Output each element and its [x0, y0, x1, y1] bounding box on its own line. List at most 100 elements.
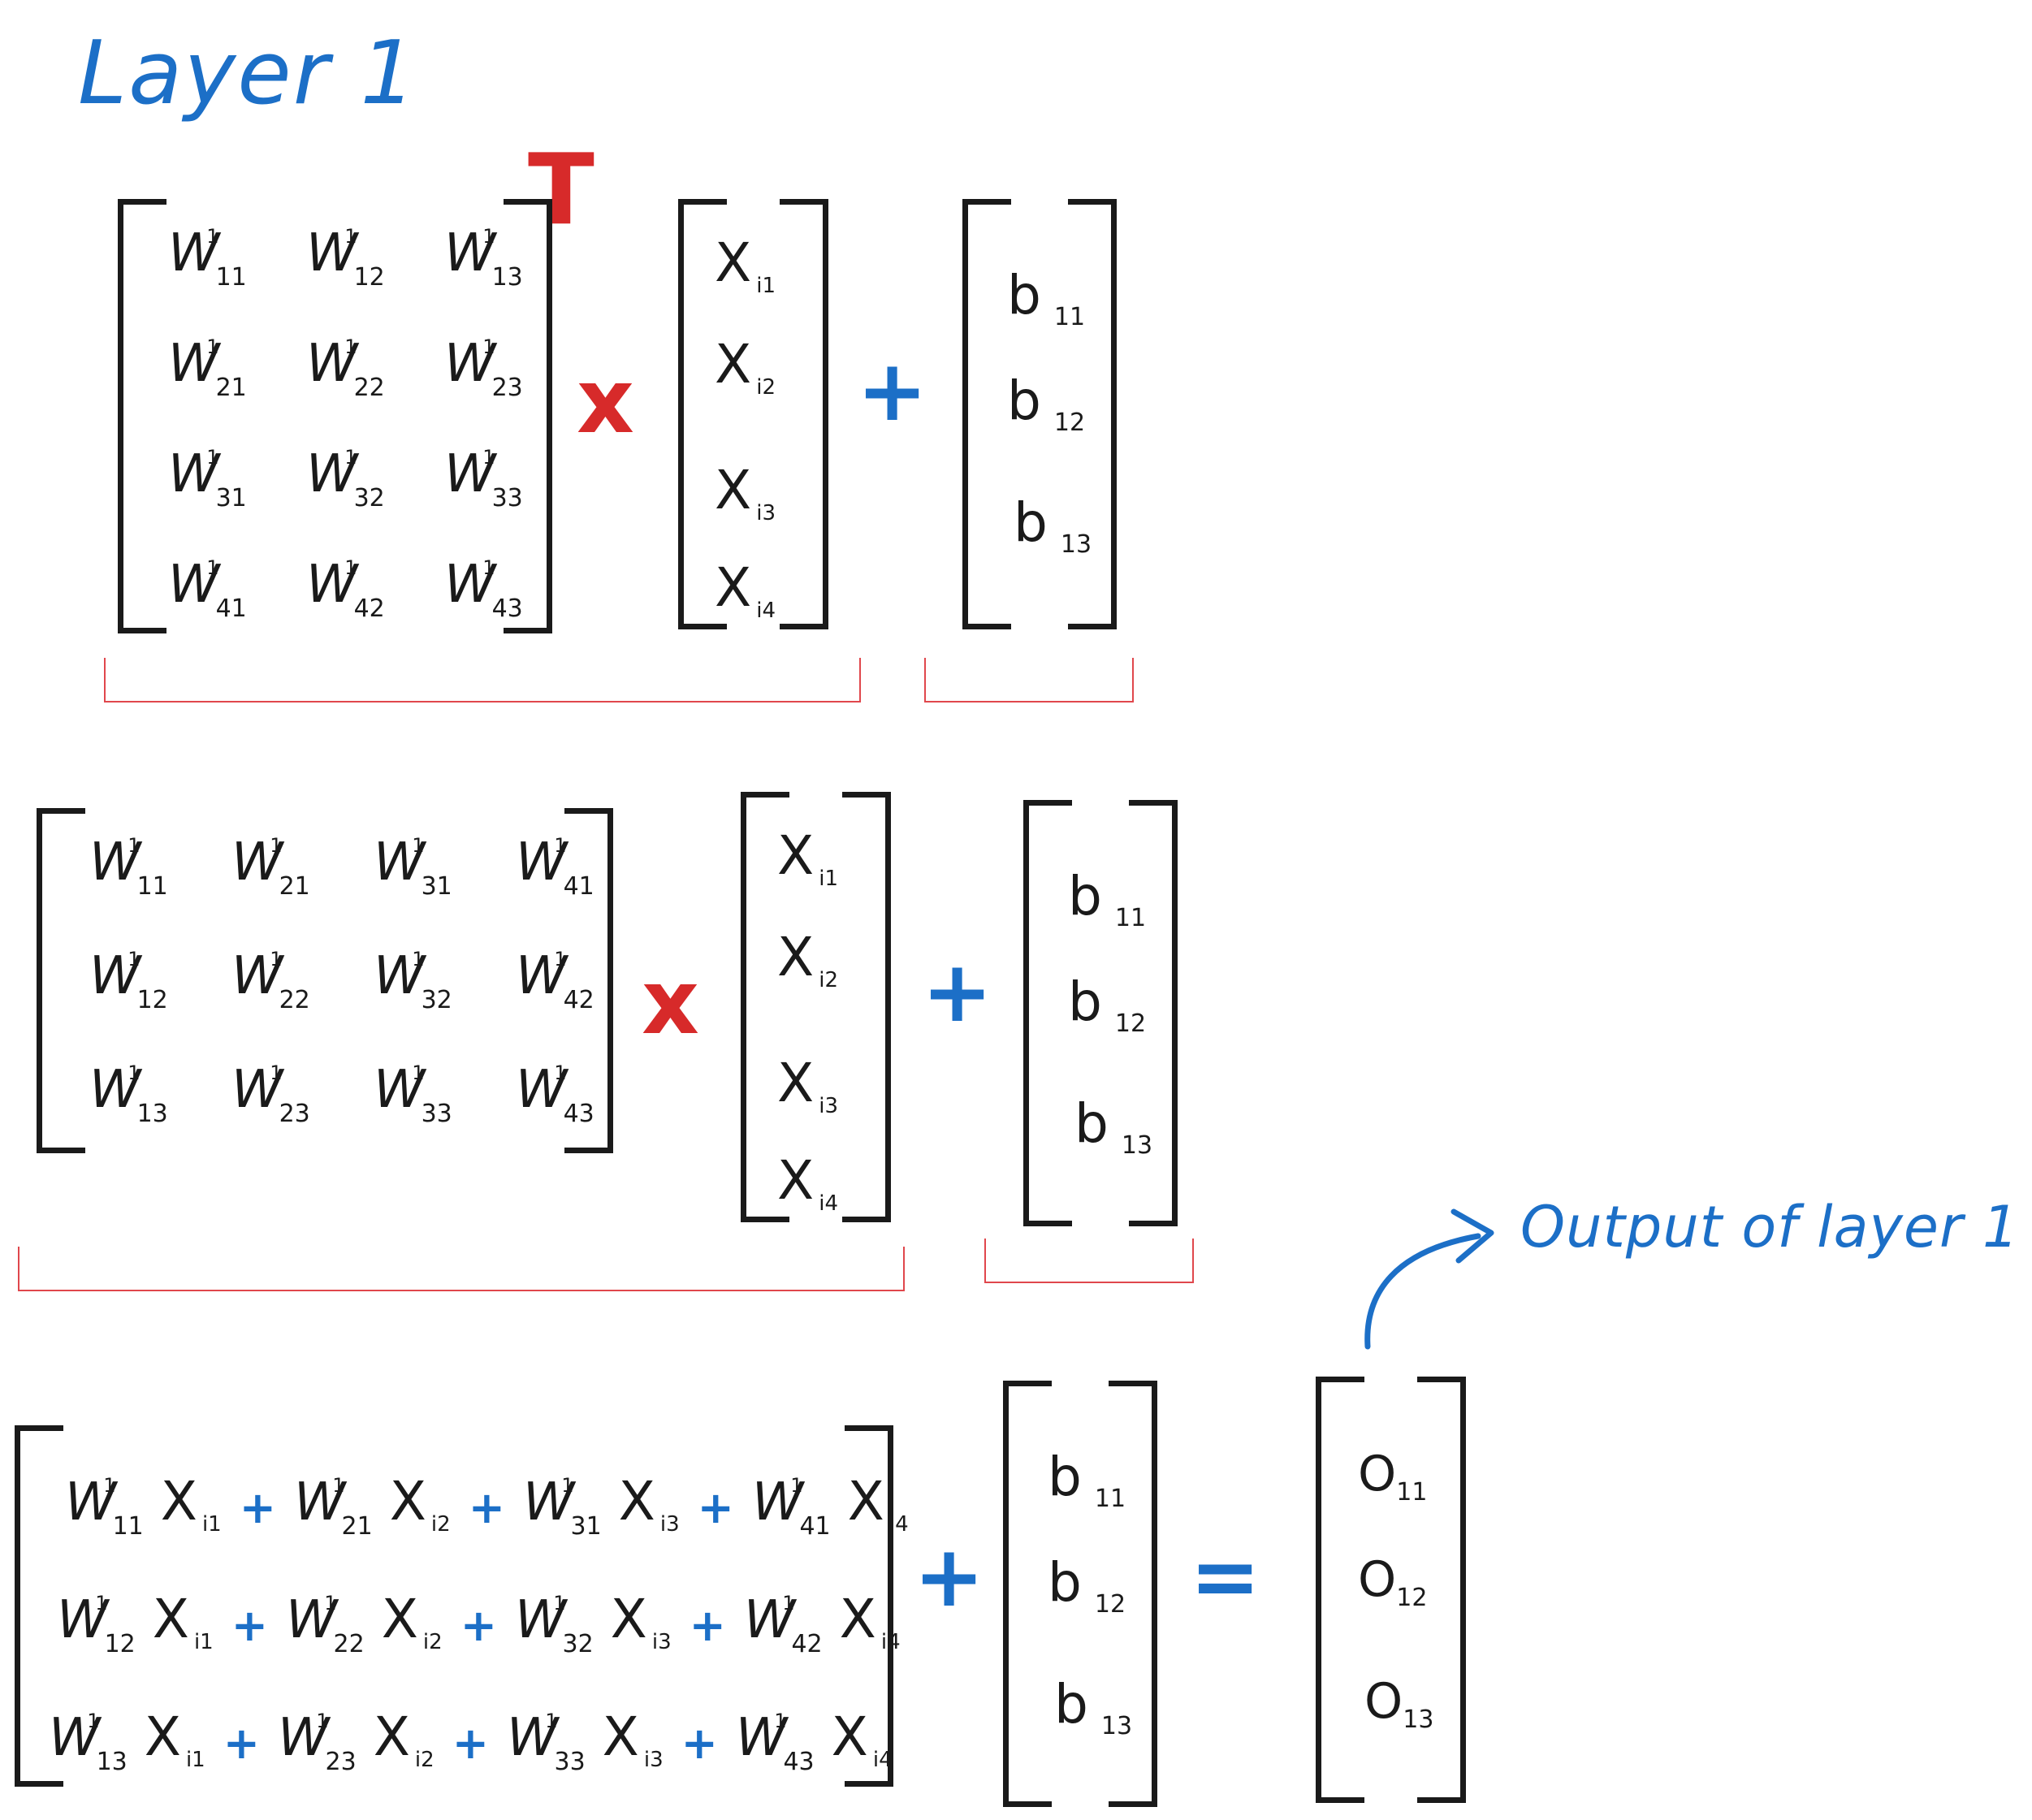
weight-symbol: W [306, 223, 358, 283]
weight-matrix-original-cell: W142 [306, 555, 385, 623]
input-symbol: X [715, 459, 752, 521]
plus-operator: + [452, 1718, 489, 1769]
weight-symbol: W [751, 1472, 804, 1533]
expanded-matrix-bracket-left [15, 1425, 63, 1787]
output-index: 13 [1403, 1705, 1434, 1734]
weight-matrix-transposed-bracket-left [37, 808, 85, 1153]
weight-layer: 1 [344, 556, 357, 579]
weight-layer: 1 [412, 948, 425, 971]
weight-layer: 1 [412, 834, 425, 857]
bias-symbol: b [1014, 491, 1048, 554]
input-index: i2 [430, 1512, 451, 1537]
transpose-mark: T [528, 134, 594, 247]
weight-index: 21 [341, 1512, 373, 1541]
output-label: Output of layer 1 [1520, 1194, 2020, 1260]
weight-matrix-transposed-cell: W1 21 [231, 832, 310, 901]
weight-index: 21 [279, 872, 310, 901]
input-index: i1 [201, 1512, 222, 1537]
weight-symbol: W [374, 832, 426, 893]
weight-layer: 1 [554, 1061, 567, 1084]
weight-index: 41 [563, 872, 594, 901]
input-symbol: X [715, 231, 752, 294]
weight-index: 12 [136, 986, 168, 1014]
weight-matrix-transposed-cell: W123 [231, 1060, 310, 1128]
weight-index: 11 [215, 263, 247, 292]
weight-layer: 1 [316, 1710, 329, 1732]
weight-matrix-original-cell: W143 [444, 555, 523, 623]
input-symbol: X [585, 1705, 639, 1768]
weight-index: 23 [325, 1748, 357, 1776]
weight-symbol: W [231, 832, 283, 893]
input-symbol: X [372, 1470, 426, 1533]
weight-matrix-transposed-cell: W1 31 [374, 832, 452, 901]
input-index: i1 [756, 274, 776, 298]
bias-symbol: b [1068, 971, 1102, 1033]
weight-matrix-original-cell: W141 [168, 555, 247, 623]
weight-index: 32 [421, 986, 452, 1014]
underline-bias [924, 658, 1134, 702]
weight-symbol: W [516, 832, 568, 893]
weight-index: 31 [215, 484, 247, 512]
plus-operator: + [914, 1527, 985, 1626]
bias-symbol: b [1068, 865, 1102, 927]
weight-symbol: W [444, 334, 496, 394]
weight-index: 43 [491, 594, 523, 623]
bias-index: 12 [1114, 1009, 1147, 1038]
weight-layer: 1 [561, 1474, 574, 1497]
bias-symbol: b [1007, 264, 1041, 326]
weight-symbol: W [516, 1060, 568, 1120]
weight-symbol: W [277, 1708, 330, 1768]
diagram-title: Layer 1 [78, 23, 418, 124]
underline-product [104, 658, 861, 702]
weight-matrix-original-cell: W123 [444, 334, 523, 402]
weight-matrix-original-cell: W133 [444, 444, 523, 512]
input-symbol: X [777, 824, 815, 887]
weight-layer: 1 [554, 834, 567, 857]
input-index: i2 [422, 1630, 443, 1654]
input-index: i3 [756, 501, 776, 525]
input-matrix-bracket-left [678, 199, 727, 629]
bias-index: 11 [1094, 1485, 1126, 1513]
weight-index: 43 [563, 1100, 594, 1128]
input-symbol: X [830, 1470, 884, 1533]
input-matrix-bracket-right [842, 792, 891, 1222]
weight-symbol: W [57, 1590, 109, 1650]
weight-index: 33 [421, 1100, 452, 1128]
weight-matrix-original-bracket-right [504, 199, 552, 633]
weight-symbol: W [735, 1708, 788, 1768]
input-index: i1 [185, 1748, 205, 1772]
plus-operator: + [857, 341, 928, 440]
weight-symbol: W [514, 1590, 567, 1650]
weight-matrix-transposed-cell: W133 [374, 1060, 452, 1128]
weight-layer: 1 [482, 225, 495, 248]
weight-index: 31 [570, 1512, 602, 1541]
input-index: i4 [819, 1191, 838, 1216]
weight-layer: 1 [128, 834, 141, 857]
input-index: i2 [414, 1748, 435, 1772]
weight-layer: 1 [545, 1710, 558, 1732]
weight-index: 11 [112, 1512, 144, 1541]
input-index: i1 [193, 1630, 214, 1654]
weight-symbol: W [374, 1060, 426, 1120]
input-index: i4 [872, 1748, 893, 1772]
bias-matrix-bracket-left [1003, 1381, 1052, 1807]
bias-index: 13 [1100, 1712, 1133, 1740]
input-index: i3 [819, 1094, 838, 1118]
weight-index: 43 [783, 1748, 815, 1776]
weight-layer: 1 [270, 834, 283, 857]
bias-matrix-bracket-left [1023, 800, 1072, 1226]
input-symbol: X [601, 1470, 655, 1533]
weight-index: 31 [421, 872, 452, 901]
weight-layer: 1 [87, 1710, 100, 1732]
output-symbol: O [1364, 1673, 1403, 1730]
weight-layer: 1 [774, 1710, 787, 1732]
